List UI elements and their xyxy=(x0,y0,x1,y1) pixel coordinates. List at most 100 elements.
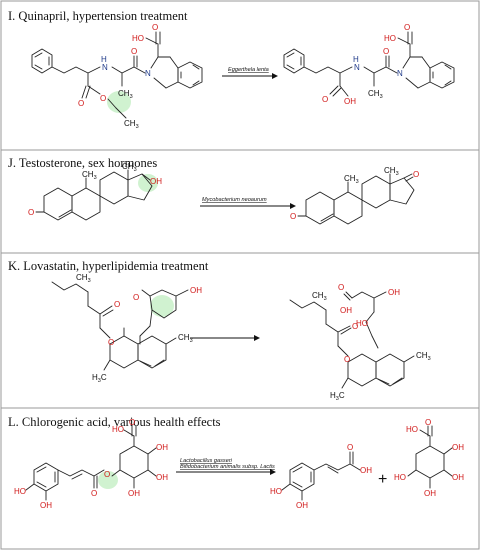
testosterone-structure: O OH CH3 CH3 xyxy=(28,162,162,221)
ring-c xyxy=(99,171,129,205)
product-quinic-acid-ho: HO xyxy=(406,425,418,434)
product-amine-h: H xyxy=(353,55,359,64)
lactone-oh: OH xyxy=(190,286,202,295)
caffeic-ho: HO xyxy=(270,487,282,496)
amide-o-label: O xyxy=(131,47,137,56)
product-quinic-oh-3: OH xyxy=(424,489,436,498)
ring-d xyxy=(127,173,153,201)
catechol-ho-1: HO xyxy=(14,487,26,496)
quinic-acid-ho: HO xyxy=(112,425,124,434)
product-decalin-ring-2 xyxy=(375,353,405,387)
acid-oh-label: HO xyxy=(132,34,144,43)
product-acid-o: O xyxy=(338,283,344,292)
product-c18-methyl: CH3 xyxy=(384,166,399,177)
product-methyl: CH3 xyxy=(368,89,383,100)
amine-n-label: N xyxy=(102,63,108,72)
product-acid-ho: HO xyxy=(384,34,396,43)
quinic-acid-structure: O HO OH OH OH HO xyxy=(394,418,464,498)
product-amine-n: N xyxy=(354,63,360,72)
lovastatin-acid-structure: O OH OH HO O O CH3 CH3 H3C xyxy=(289,283,431,402)
product-branch-methyl: CH3 xyxy=(312,291,327,302)
caffeic-carbonyl-o: O xyxy=(347,443,353,452)
amine-h-label: H xyxy=(101,55,107,64)
product-quinic-ring xyxy=(415,445,445,479)
product-ring-d xyxy=(389,177,415,205)
product-amide-o: O xyxy=(383,47,389,56)
quinaprilat-structure: N H O N O HO O OH CH3 xyxy=(283,23,455,106)
panel-k: K. Lovastatin, hyperlipidemia treatment xyxy=(8,259,431,402)
ester-o-l: O xyxy=(104,470,110,479)
methyl-label: CH3 xyxy=(124,119,139,130)
product-c19-methyl: CH3 xyxy=(344,174,359,185)
product-ketone-o1: O xyxy=(290,212,296,221)
ester-carbonyl-o-label: O xyxy=(78,99,84,108)
product-ring-c xyxy=(361,175,391,209)
catechol-oh-2: OH xyxy=(40,501,52,510)
ester-highlight xyxy=(107,91,131,113)
product-carboxyl-o: O xyxy=(322,95,328,104)
ring-n-label: N xyxy=(145,69,151,78)
lactone-ring-o: O xyxy=(133,293,139,302)
quinic-ring xyxy=(119,445,149,479)
product-ring-methyl: CH3 xyxy=(416,351,431,362)
panel-l-title: L. Chlorogenic acid, various health effe… xyxy=(8,415,221,429)
microbe-label-j: Mycobacterium neoaurum xyxy=(202,197,267,203)
ring-methyl: CH3 xyxy=(178,333,193,344)
decalin-ring-2 xyxy=(137,335,167,369)
ester-o-label: O xyxy=(100,94,106,103)
product-benzo-ring xyxy=(429,61,455,89)
product-carboxyl-oh: OH xyxy=(344,97,356,106)
product-decalin-ring-1 xyxy=(347,353,377,387)
quinic-oh-2: OH xyxy=(156,473,168,482)
panel-l: L. Chlorogenic acid, various health effe… xyxy=(8,415,464,510)
product-acid-oh: OH xyxy=(340,306,352,315)
hydroxyl-highlight xyxy=(138,174,158,192)
panel-i-title: I. Quinapril, hypertension treatment xyxy=(8,9,188,23)
caffeic-oh: OH xyxy=(296,501,308,510)
panel-i: I. Quinapril, hypertension treatment xyxy=(8,9,455,130)
alanine-methyl-label: CH3 xyxy=(118,89,133,100)
quinic-acid-o: O xyxy=(129,418,135,427)
product-ring-b xyxy=(333,191,363,225)
caffeic-acid-structure: HO OH O OH xyxy=(270,443,372,510)
quinapril-structure: N H O N O HO O O CH3 CH3 xyxy=(31,23,203,130)
ester-link-o: O xyxy=(108,338,114,347)
ester-carbonyl-o: O xyxy=(114,300,120,309)
panel-j-title: J. Testosterone, sex hormones xyxy=(8,156,157,170)
microbe-label-l-1: Lactobacillus gasseri xyxy=(180,458,233,464)
caffeic-acid-oh: OH xyxy=(360,466,372,475)
plus-sign: + xyxy=(378,471,387,488)
microbe-label-l-2: Bifidobacterium animalis subsp. Lactis xyxy=(180,464,275,470)
c18-methyl: CH3 xyxy=(122,162,137,173)
ring-methyl-2: H3C xyxy=(92,373,107,384)
product-chain-oh-2: HO xyxy=(356,319,368,328)
chlorogenic-acid-structure: HO OH O O O HO OH OH OH xyxy=(14,418,168,510)
product-ring-n: N xyxy=(397,69,403,78)
arrowhead-l xyxy=(270,469,276,475)
product-ester-carbonyl: O xyxy=(352,322,358,331)
quinic-oh-1: OH xyxy=(156,443,168,452)
product-quinic-oh-2: OH xyxy=(452,473,464,482)
product-ring-a xyxy=(305,191,335,225)
ring-b xyxy=(71,187,101,221)
lovastatin-structure: O OH O O CH3 CH3 H3C xyxy=(51,273,202,384)
c19-methyl: CH3 xyxy=(82,170,97,181)
androstenedione-structure: O O CH3 CH3 xyxy=(290,166,419,225)
product-acid-o: O xyxy=(404,23,410,32)
panel-j: J. Testosterone, sex hormones O OH CH3 C… xyxy=(8,156,419,225)
quinic-oh-3: OH xyxy=(128,489,140,498)
product-ring-methyl-2: H3C xyxy=(330,391,345,402)
product-quinic-acid-o: O xyxy=(425,418,431,427)
arrowhead-i xyxy=(272,73,278,79)
arrowhead-j xyxy=(290,203,296,209)
ring-a xyxy=(43,187,73,221)
branch-methyl: CH3 xyxy=(76,273,91,284)
product-quinic-ho-4: HO xyxy=(394,473,406,482)
acid-o-label: O xyxy=(152,23,158,32)
ketone-o: O xyxy=(28,208,34,217)
product-chain-oh-1: OH xyxy=(388,288,400,297)
lactone-highlight xyxy=(150,295,174,317)
